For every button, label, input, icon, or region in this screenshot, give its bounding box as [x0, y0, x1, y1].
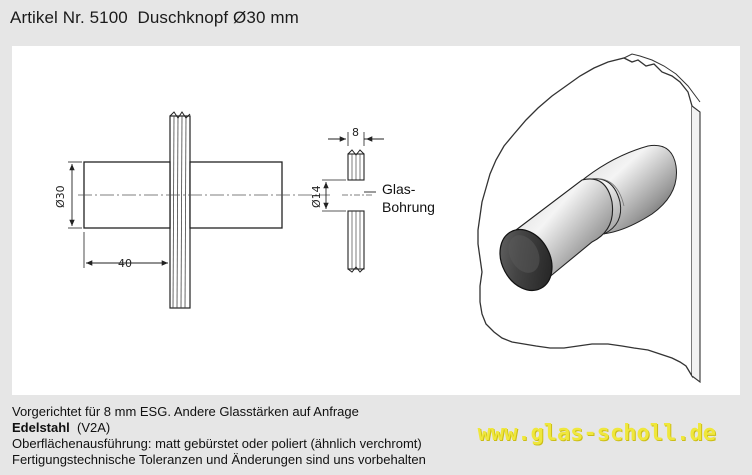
footer-line-tolerances: Fertigungstechnische Toleranzen und Ände…	[12, 452, 426, 467]
website-watermark: www.glas-scholl.de	[477, 421, 716, 446]
bore-label-line2: Bohrung	[382, 199, 435, 215]
bore-label-line1: Glas-	[382, 181, 416, 197]
glass-section: 8 Ø14 Glas- Bohrun	[310, 126, 435, 273]
perspective-illustration	[477, 53, 701, 384]
technical-drawing: Ø30 40 8	[12, 46, 740, 395]
page-title: Artikel Nr. 5100 Duschknopf Ø30 mm	[10, 8, 299, 27]
diameter-dimension: Ø30	[54, 185, 67, 208]
material-grade: (V2A)	[77, 420, 111, 435]
footer-notes: Vorgerichtet für 8 mm ESG. Andere Glasst…	[12, 404, 426, 468]
side-view: Ø30 40	[54, 111, 330, 309]
footer-line-material: Edelstahl (V2A)	[12, 420, 426, 436]
thickness-dimension: 8	[352, 126, 359, 139]
length-dimension: 40	[118, 257, 132, 270]
material-name: Edelstahl	[12, 420, 70, 435]
footer-line-finish: Oberflächenausführung: matt gebürstet od…	[12, 436, 422, 451]
glass-pane-side	[169, 111, 191, 309]
bore-dimension: Ø14	[310, 185, 323, 208]
footer-line-preparation: Vorgerichtet für 8 mm ESG. Andere Glasst…	[12, 404, 359, 419]
